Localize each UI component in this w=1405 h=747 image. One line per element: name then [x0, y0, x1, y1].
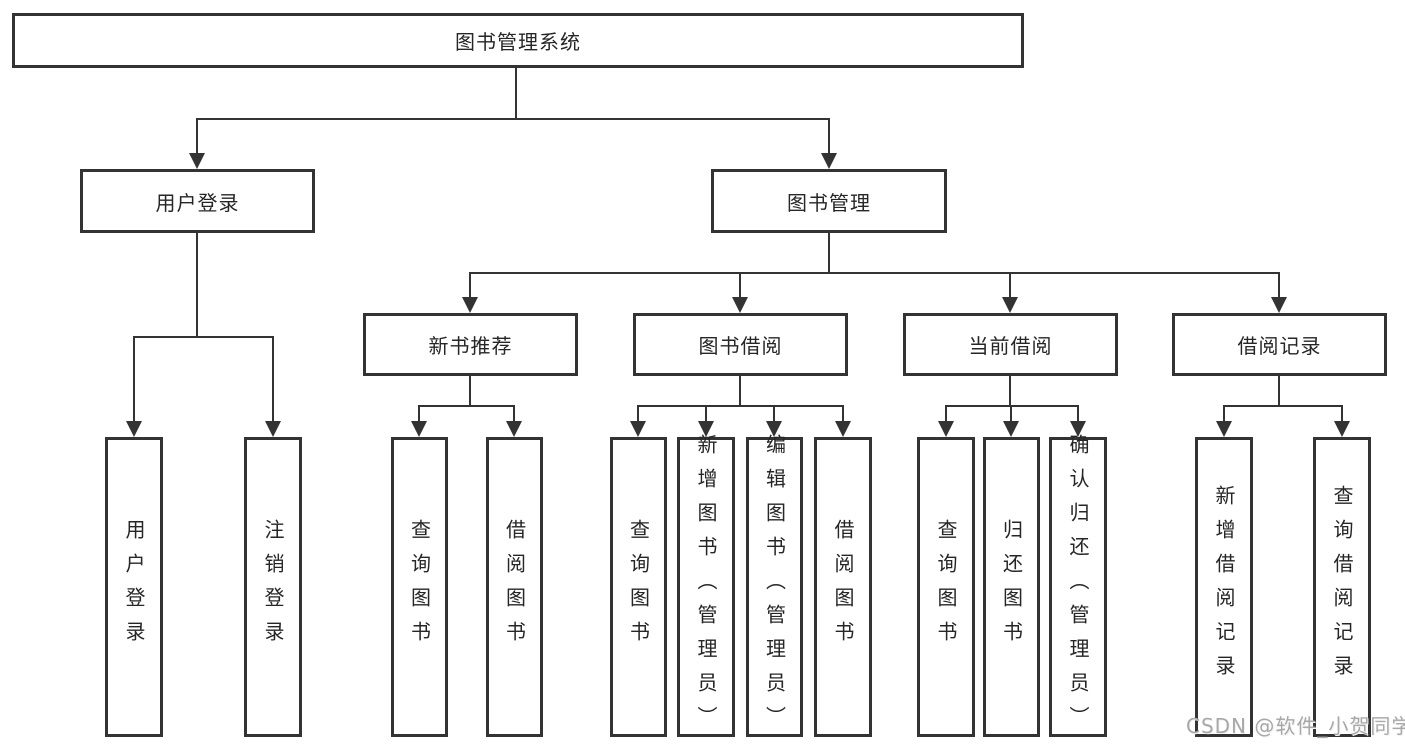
node-book-borrowing: 图书借阅	[633, 313, 848, 376]
connector-vline	[469, 376, 471, 407]
leaf-borrowing-borrow-books: 借阅图书	[814, 437, 872, 737]
arrowhead-down-icon	[506, 421, 522, 437]
leaf-records-query-record-label: 查询借阅记录	[1330, 485, 1354, 689]
leaf-user-login-label: 用户登录	[122, 519, 146, 655]
connector-vline	[1341, 405, 1343, 423]
connector-hline	[196, 118, 830, 120]
leaf-borrowing-add-books-admin-label: 新增图书（管理员）	[694, 434, 718, 740]
connector-vline	[515, 66, 517, 119]
connector-vline	[705, 405, 707, 423]
leaf-records-add-record: 新增借阅记录	[1195, 437, 1253, 737]
leaf-records-add-record-label: 新增借阅记录	[1212, 485, 1236, 689]
connector-vline	[196, 118, 198, 154]
leaf-recommend-query-books: 查询图书	[391, 437, 448, 737]
connector-vline	[133, 336, 135, 422]
arrowhead-down-icon	[462, 297, 478, 313]
leaf-current-query-books-label: 查询图书	[934, 519, 958, 655]
connector-vline	[739, 376, 741, 407]
arrowhead-down-icon	[835, 421, 851, 437]
node-borrowing-records-label: 借阅记录	[1237, 334, 1322, 358]
leaf-recommend-borrow-books-label: 借阅图书	[502, 519, 527, 655]
connector-vline	[196, 233, 198, 338]
node-user-login: 用户登录	[80, 169, 315, 233]
leaf-current-query-books: 查询图书	[917, 437, 975, 737]
connector-vline	[1077, 405, 1079, 423]
leaf-borrowing-borrow-books-label: 借阅图书	[831, 519, 855, 655]
leaf-current-return-books-label: 归还图书	[999, 519, 1024, 655]
arrowhead-down-icon	[1070, 421, 1086, 437]
leaf-logout-label: 注销登录	[261, 519, 285, 655]
leaf-recommend-query-books-label: 查询图书	[407, 519, 432, 655]
leaf-recommend-borrow-books: 借阅图书	[486, 437, 543, 737]
arrowhead-down-icon	[698, 421, 714, 437]
connector-hline	[418, 405, 515, 407]
arrowhead-down-icon	[1002, 297, 1018, 313]
node-borrowing-records: 借阅记录	[1172, 313, 1387, 376]
node-book-management-label: 图书管理	[787, 190, 871, 215]
node-new-book-recommend: 新书推荐	[363, 313, 578, 376]
arrowhead-down-icon	[1334, 421, 1350, 437]
connector-vline	[1223, 405, 1225, 423]
leaf-user-login: 用户登录	[105, 437, 163, 737]
connector-vline	[418, 405, 420, 423]
arrowhead-down-icon	[189, 153, 205, 169]
leaf-borrowing-add-books-admin: 新增图书（管理员）	[677, 434, 735, 740]
arrowhead-down-icon	[821, 153, 837, 169]
arrowhead-down-icon	[265, 421, 281, 437]
arrowhead-down-icon	[126, 421, 142, 437]
connector-vline	[739, 272, 741, 299]
arrowhead-down-icon	[411, 421, 427, 437]
connector-vline	[637, 405, 639, 423]
leaf-current-confirm-return-admin-label: 确认归还（管理员）	[1066, 434, 1090, 740]
connector-vline	[828, 118, 830, 154]
node-book-management: 图书管理	[711, 169, 947, 233]
arrowhead-down-icon	[732, 297, 748, 313]
connector-vline	[1009, 376, 1011, 407]
arrowhead-down-icon	[766, 421, 782, 437]
connector-vline	[1010, 405, 1012, 423]
connector-vline	[1009, 272, 1011, 299]
connector-vline	[773, 405, 775, 423]
connector-hline	[469, 272, 1280, 274]
connector-hline	[945, 405, 1079, 407]
node-root: 图书管理系统	[12, 13, 1024, 68]
arrowhead-down-icon	[938, 421, 954, 437]
watermark: CSDN @软件_小贺同学	[1186, 714, 1405, 738]
connector-hline	[637, 405, 844, 407]
arrowhead-down-icon	[1271, 297, 1287, 313]
connector-hline	[1223, 405, 1343, 407]
connector-vline	[828, 233, 830, 274]
connector-vline	[469, 272, 471, 299]
leaf-borrowing-query-books: 查询图书	[610, 437, 667, 737]
arrowhead-down-icon	[1003, 421, 1019, 437]
leaf-logout: 注销登录	[244, 437, 302, 737]
node-root-label: 图书管理系统	[455, 30, 581, 54]
node-user-login-label: 用户登录	[155, 190, 240, 215]
arrowhead-down-icon	[630, 421, 646, 437]
connector-vline	[1278, 376, 1280, 407]
connector-vline	[513, 405, 515, 423]
connector-vline	[1278, 272, 1280, 299]
node-new-book-recommend-label: 新书推荐	[428, 334, 513, 358]
leaf-records-query-record: 查询借阅记录	[1313, 437, 1371, 737]
leaf-borrowing-edit-books-admin-label: 编辑图书（管理员）	[762, 434, 787, 740]
leaf-current-return-books: 归还图书	[983, 437, 1040, 737]
leaf-current-confirm-return-admin: 确认归还（管理员）	[1049, 434, 1107, 740]
node-current-borrowing: 当前借阅	[903, 313, 1118, 376]
node-current-borrowing-label: 当前借阅	[968, 334, 1053, 358]
arrowhead-down-icon	[1216, 421, 1232, 437]
connector-hline	[133, 336, 274, 338]
leaf-borrowing-query-books-label: 查询图书	[626, 519, 651, 655]
connector-vline	[272, 336, 274, 422]
node-book-borrowing-label: 图书借阅	[698, 334, 783, 358]
connector-vline	[842, 405, 844, 423]
connector-vline	[945, 405, 947, 423]
leaf-borrowing-edit-books-admin: 编辑图书（管理员）	[746, 434, 803, 740]
